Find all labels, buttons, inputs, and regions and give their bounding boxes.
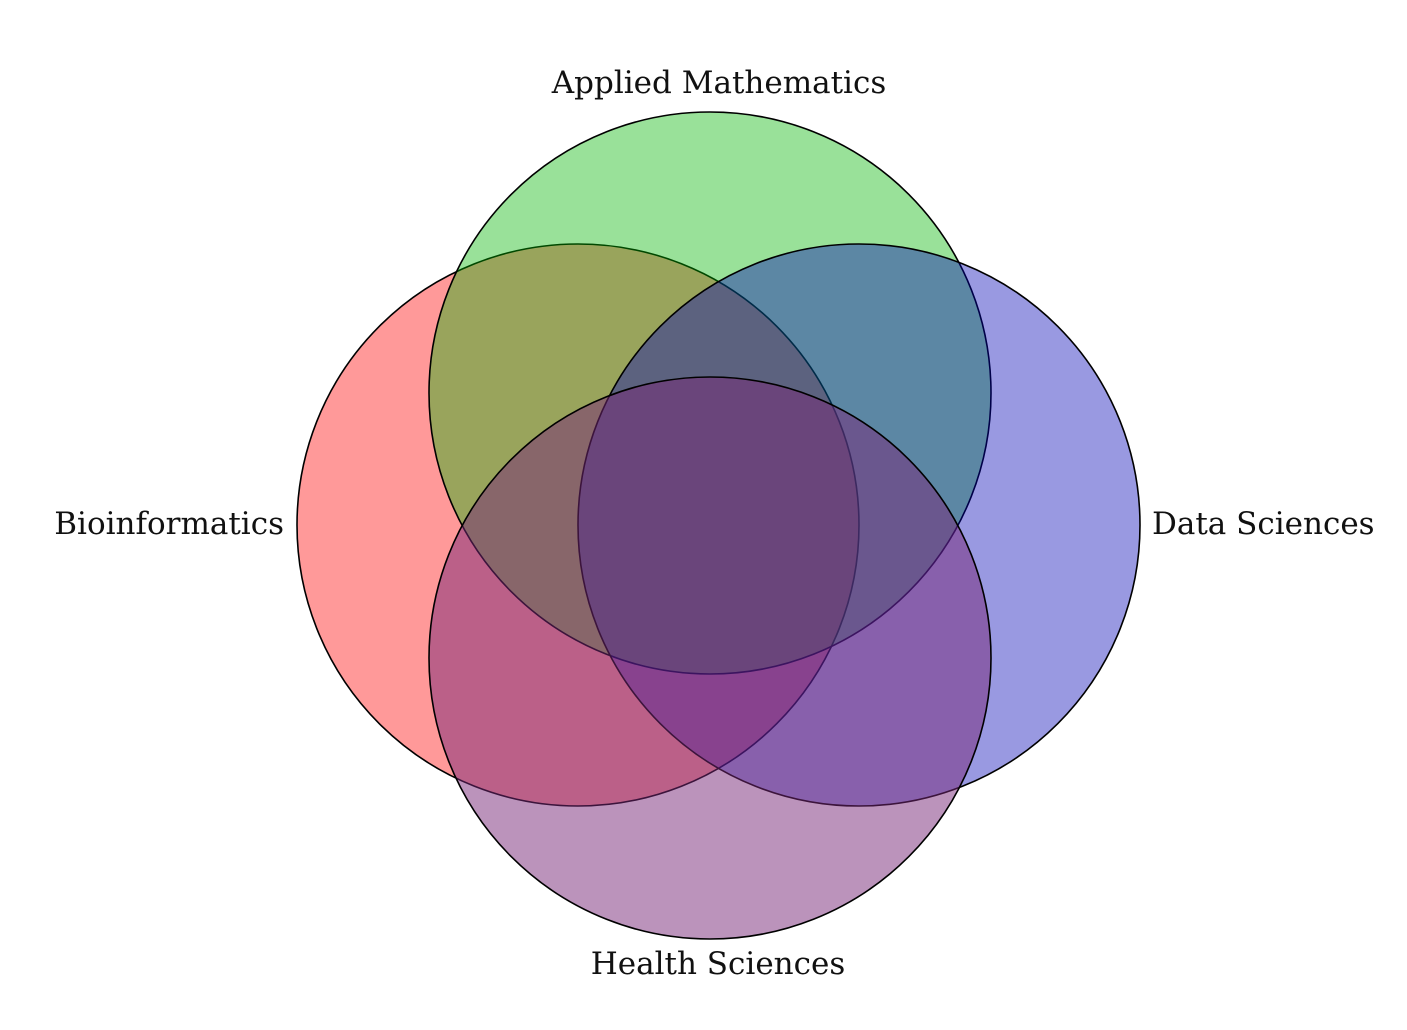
label-data-sciences: Data Sciences (1152, 506, 1375, 542)
circle-health-sciences (428, 376, 992, 940)
label-applied-mathematics: Applied Mathematics (551, 65, 886, 101)
label-bioinformatics: Bioinformatics (54, 506, 284, 542)
label-health-sciences: Health Sciences (591, 946, 846, 982)
